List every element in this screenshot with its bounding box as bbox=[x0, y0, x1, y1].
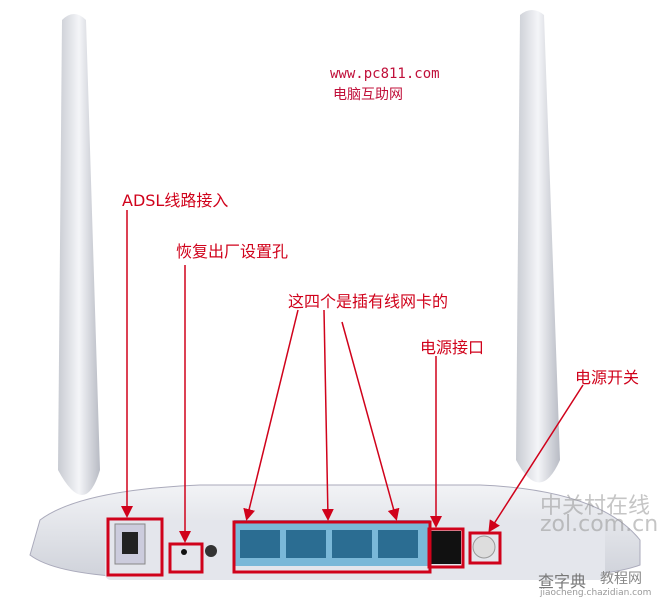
right-antenna bbox=[516, 10, 560, 483]
power-button bbox=[472, 535, 496, 559]
reset-hole bbox=[181, 549, 187, 555]
left-antenna bbox=[58, 14, 100, 495]
chazidian-url-watermark: jiaocheng.chazidian.com bbox=[540, 588, 652, 598]
power-jack-label: 电源接口 bbox=[420, 338, 485, 357]
chazidian-watermark: 查字典 bbox=[538, 572, 587, 591]
lan-port bbox=[332, 530, 372, 558]
jiaocheng-watermark: 教程网 bbox=[600, 571, 642, 587]
reset-label: 恢复出厂设置孔 bbox=[176, 242, 289, 261]
usb-icon bbox=[205, 545, 217, 557]
site-url: www.pc811.com bbox=[330, 66, 440, 82]
lan-port bbox=[286, 530, 326, 558]
lan-port bbox=[240, 530, 280, 558]
power-jack bbox=[431, 531, 461, 564]
zol-url-watermark: zol.com.cn bbox=[540, 512, 659, 537]
power-switch-label: 电源开关 bbox=[575, 368, 640, 387]
adsl-label: ADSL线路接入 bbox=[122, 191, 229, 210]
lan-label: 这四个是插有线网卡的 bbox=[288, 292, 449, 311]
zol-watermark: 中关村在线 bbox=[540, 494, 651, 519]
site-name: 电脑互助网 bbox=[333, 87, 403, 103]
lan-port bbox=[378, 530, 418, 558]
